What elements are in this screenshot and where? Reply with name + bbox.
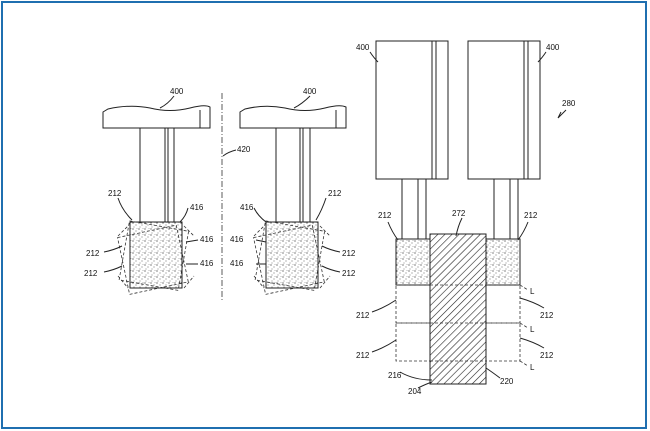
label-416-a: 416 xyxy=(190,203,204,212)
label-400-a: 400 xyxy=(170,87,184,96)
tool-left-2 xyxy=(239,95,347,295)
tool-right-1 xyxy=(369,40,449,362)
label-280: 280 xyxy=(562,99,576,108)
label-212-d: 212 xyxy=(328,189,342,198)
label-L-b: L xyxy=(530,325,535,334)
label-212-e: 212 xyxy=(342,249,356,258)
tool-shank-2 xyxy=(275,127,311,223)
label-212-a: 212 xyxy=(108,189,122,198)
label-216: 216 xyxy=(388,371,402,380)
abrasive-body-2 xyxy=(265,221,319,289)
abrasive-body-1 xyxy=(129,221,183,289)
label-212-b: 212 xyxy=(86,249,100,258)
label-212-j: 212 xyxy=(356,351,370,360)
tool-shank-1 xyxy=(139,127,175,223)
workpiece xyxy=(429,217,487,385)
spindle-housing-2 xyxy=(467,40,541,180)
workpiece-body xyxy=(429,233,487,385)
label-L-c: L xyxy=(530,363,535,372)
label-416-d: 416 xyxy=(240,203,254,212)
label-416-f: 416 xyxy=(230,259,244,268)
grinding-wheel-1 xyxy=(395,238,431,286)
label-212-f: 212 xyxy=(342,269,356,278)
label-272: 272 xyxy=(452,209,466,218)
label-400-b: 400 xyxy=(303,87,317,96)
label-416-c: 416 xyxy=(200,259,214,268)
spindle-shaft-2 xyxy=(493,178,519,240)
label-212-g: 212 xyxy=(378,211,392,220)
label-204: 204 xyxy=(408,387,422,396)
grinding-wheel-2 xyxy=(485,238,521,286)
label-220: 220 xyxy=(500,377,514,386)
tool-left-1 xyxy=(102,95,211,295)
label-400-d: 400 xyxy=(546,43,560,52)
tool-head-1 xyxy=(102,105,211,129)
label-212-l: 212 xyxy=(540,351,554,360)
label-L-a: L xyxy=(530,287,535,296)
label-212-i: 212 xyxy=(356,311,370,320)
label-416-e: 416 xyxy=(230,235,244,244)
spindle-shaft-1 xyxy=(401,178,427,240)
label-420: 420 xyxy=(237,145,251,154)
label-416-b: 416 xyxy=(200,235,214,244)
tool-right-2 xyxy=(467,40,547,362)
label-212-h: 212 xyxy=(524,211,538,220)
label-212-k: 212 xyxy=(540,311,554,320)
spindle-housing-1 xyxy=(375,40,449,180)
label-212-c: 212 xyxy=(84,269,98,278)
tool-head-2 xyxy=(239,105,347,129)
label-400-c: 400 xyxy=(356,43,370,52)
